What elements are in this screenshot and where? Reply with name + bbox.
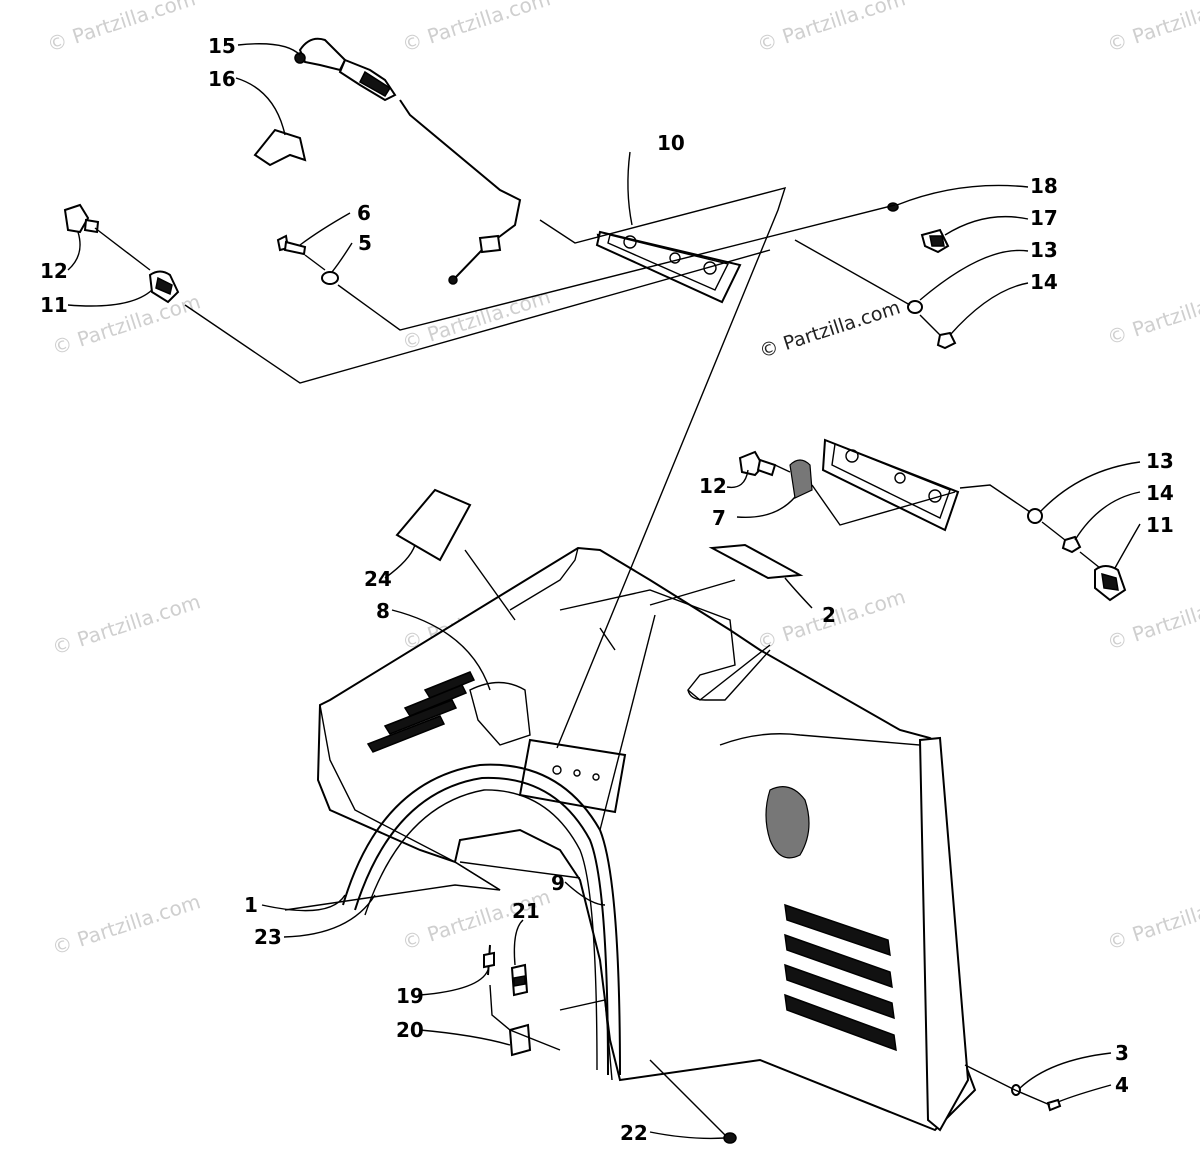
pin-19 bbox=[483, 944, 495, 976]
cable-bracket bbox=[253, 128, 307, 167]
callout-4: 4 bbox=[1115, 1073, 1129, 1097]
callout-14-top: 14 bbox=[1030, 270, 1058, 294]
callout-1: 1 bbox=[244, 893, 258, 917]
lower-skirt-edge bbox=[459, 861, 581, 879]
callout-22: 22 bbox=[620, 1121, 648, 1145]
trim-arch-outer bbox=[342, 763, 621, 1076]
watermark: © Partzilla.com bbox=[1104, 884, 1200, 955]
housing-gauge-panel bbox=[518, 738, 627, 814]
watermark: © Partzilla.com bbox=[1104, 279, 1200, 350]
callout-14-right: 14 bbox=[1146, 481, 1174, 505]
watermark: © Partzilla.com bbox=[399, 284, 553, 355]
watermark: © Partzilla.com bbox=[44, 0, 198, 57]
vent-slots-side bbox=[784, 903, 897, 1052]
switch-top-left bbox=[148, 270, 180, 304]
rear-edge-strip bbox=[918, 736, 970, 1132]
vent-slots-upper bbox=[366, 671, 476, 753]
bracket-20 bbox=[489, 984, 561, 1057]
watermark: © Partzilla.com bbox=[49, 889, 203, 960]
callout-7: 7 bbox=[712, 506, 726, 530]
clip-21 bbox=[510, 963, 529, 997]
callout-15: 15 bbox=[208, 34, 236, 58]
watermark: © Partzilla.com bbox=[1104, 0, 1200, 57]
leader-lines bbox=[67, 43, 1141, 1140]
watermark-center: © Partzilla.com bbox=[757, 297, 903, 363]
callout-11-top: 11 bbox=[40, 293, 68, 317]
callout-labels: 15 16 10 18 17 13 14 6 5 12 11 12 7 13 1… bbox=[40, 34, 1174, 1145]
callout-21: 21 bbox=[512, 899, 540, 923]
switch-11-right bbox=[1094, 565, 1127, 602]
callout-11-right: 11 bbox=[1146, 513, 1174, 537]
indicator-plate-right bbox=[821, 438, 960, 532]
grommet-7 bbox=[789, 459, 813, 499]
callout-6: 6 bbox=[357, 201, 371, 225]
callout-20: 20 bbox=[396, 1018, 424, 1042]
nut-14-right bbox=[1061, 535, 1082, 554]
callout-17: 17 bbox=[1030, 206, 1058, 230]
console-opening bbox=[469, 681, 531, 746]
side-panel bbox=[719, 733, 936, 1101]
callout-8: 8 bbox=[376, 599, 390, 623]
console-front-face bbox=[319, 704, 456, 863]
callout-12-top: 12 bbox=[40, 259, 68, 283]
console-front-edge bbox=[509, 547, 579, 611]
decal-24 bbox=[395, 488, 472, 562]
callout-5: 5 bbox=[358, 231, 372, 255]
trim-arch-inner bbox=[354, 776, 609, 1076]
watermark: © Partzilla.com bbox=[399, 0, 553, 57]
callout-16: 16 bbox=[208, 67, 236, 91]
callout-24: 24 bbox=[364, 567, 392, 591]
watermark: © Partzilla.com bbox=[754, 0, 908, 57]
callout-12-right: 12 bbox=[699, 474, 727, 498]
washer-5 bbox=[321, 271, 339, 285]
callout-3: 3 bbox=[1115, 1041, 1129, 1065]
screw-22 bbox=[723, 1132, 737, 1144]
callout-18: 18 bbox=[1030, 174, 1058, 198]
indicator-plate-top bbox=[595, 230, 742, 304]
washer-13-top bbox=[907, 300, 923, 314]
console-rear-panel bbox=[559, 589, 771, 701]
side-panel-handle bbox=[765, 786, 810, 859]
lower-skirt bbox=[559, 999, 613, 1081]
decal-2 bbox=[708, 543, 804, 580]
trim-arch bbox=[342, 763, 621, 1076]
callout-9: 9 bbox=[551, 871, 565, 895]
nut-14-top bbox=[936, 331, 957, 350]
console-housing bbox=[316, 546, 977, 1132]
watermark: © Partzilla.com bbox=[49, 289, 203, 360]
knob-right bbox=[738, 450, 777, 477]
callout-13-top: 13 bbox=[1030, 238, 1058, 262]
washer-13-right bbox=[1027, 508, 1043, 524]
callout-19: 19 bbox=[396, 984, 424, 1008]
screw-4 bbox=[1046, 1098, 1062, 1112]
callout-10: 10 bbox=[657, 131, 685, 155]
choke-cable-assembly bbox=[294, 37, 522, 285]
console-notch bbox=[687, 649, 771, 701]
callout-2: 2 bbox=[822, 603, 836, 627]
watermark: © Partzilla.com bbox=[49, 589, 203, 660]
knob-top-left bbox=[63, 203, 100, 234]
bracket-17 bbox=[920, 228, 950, 254]
callout-23: 23 bbox=[254, 925, 282, 949]
callout-13-right: 13 bbox=[1146, 449, 1174, 473]
bolt-6 bbox=[276, 234, 307, 256]
